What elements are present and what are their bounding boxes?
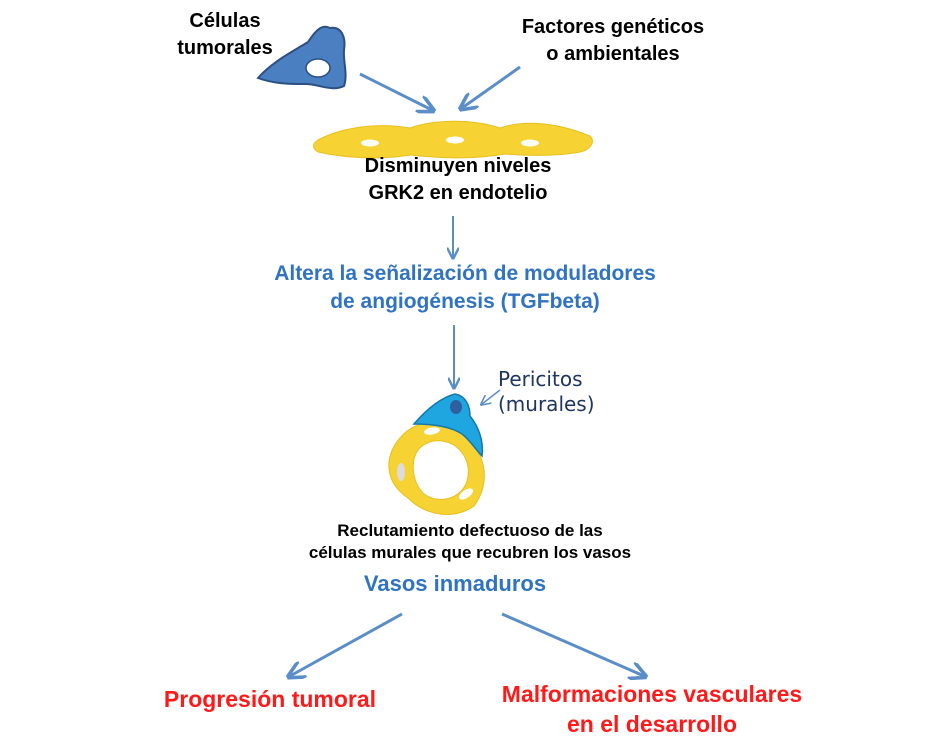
malformations-label: Malformaciones vasculares en el desarrol… — [452, 680, 852, 740]
factors-label-line2: o ambientales — [546, 43, 680, 65]
recruitment-label-line1: Reclutamiento defectuoso de las — [337, 521, 603, 540]
pericytes-label-line2: (murales) — [498, 392, 595, 416]
pericyte-icon — [412, 393, 484, 458]
arrow-to-malformations — [501, 612, 644, 676]
arrow-tumor-to-endothelium — [359, 72, 432, 110]
signaling-label-line2: de angiogénesis (TGFbeta) — [330, 290, 600, 314]
vessel-ring-icon — [388, 421, 485, 515]
tumor-cells-label-line1: Células — [189, 10, 261, 32]
tumor-progression-label: Progresión tumoral — [163, 686, 377, 712]
tumor-cells-label-line2: tumorales — [177, 37, 273, 59]
pericytes-label: Pericitos (murales) — [498, 367, 628, 417]
tumor-cells-label: Células tumorales — [150, 8, 300, 62]
arrow-factors-to-endothelium — [462, 65, 521, 108]
grk2-label-line2: GRK2 en endotelio — [368, 182, 548, 204]
immature-vessels-label: Vasos inmaduros — [363, 571, 547, 596]
endothelial-cells-icon — [313, 120, 593, 159]
pericytes-label-line1: Pericitos — [498, 367, 583, 391]
malformations-label-line1: Malformaciones vasculares — [501, 681, 803, 707]
recruitment-label-line2: células murales que recubren los vasos — [308, 543, 632, 563]
grk2-label: Disminuyen niveles GRK2 en endotelio — [318, 153, 598, 207]
factors-label: Factores genéticos o ambientales — [478, 14, 748, 68]
signaling-label-line1: Altera la señalización de moduladores — [274, 262, 656, 285]
recruitment-label: Reclutamiento defectuoso de las células … — [250, 520, 690, 564]
signaling-label: Altera la señalización de moduladores de… — [230, 260, 700, 317]
factors-label-line1: Factores genéticos — [521, 16, 705, 38]
tumor-cell-icon — [256, 25, 347, 90]
malformations-label-line2: en el desarrollo — [566, 710, 737, 737]
arrow-to-tumor-progression — [290, 612, 403, 676]
arrow-pericytes-pointer — [482, 389, 501, 404]
grk2-label-line1: Disminuyen niveles — [364, 155, 552, 177]
